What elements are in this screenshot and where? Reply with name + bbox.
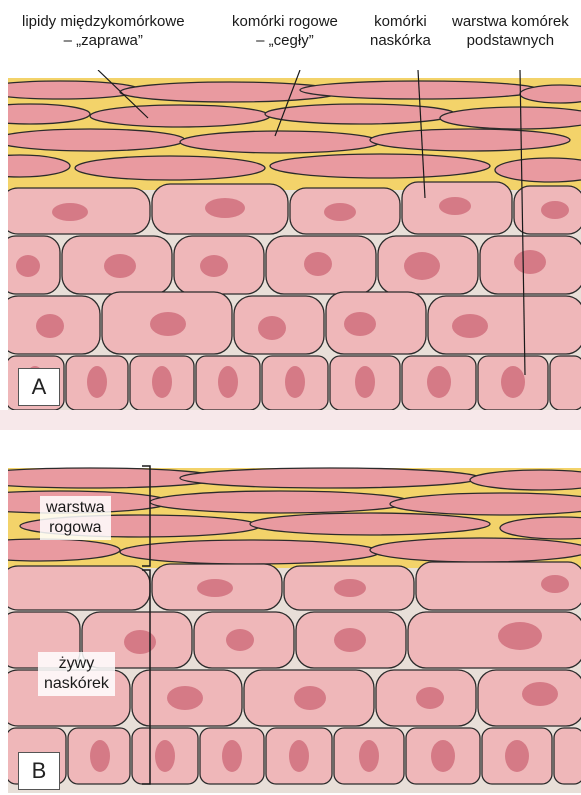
cell-nucleus xyxy=(52,203,88,221)
horny-cell xyxy=(75,156,265,180)
horny-cell xyxy=(265,104,455,124)
label-basal-layer-line1: warstwa komórek xyxy=(452,12,569,31)
horny-cell xyxy=(440,107,581,129)
cell-nucleus xyxy=(359,740,379,772)
cell-nucleus xyxy=(200,255,228,277)
horny-cell xyxy=(180,468,480,488)
cell-nucleus xyxy=(226,629,254,651)
label-intercellular-lipids-line1: lipidy międzykomórkowe xyxy=(22,12,185,31)
horny-cell xyxy=(180,131,380,153)
cell-nucleus xyxy=(501,366,525,398)
epidermal-cell xyxy=(408,612,581,668)
horny-cell xyxy=(270,154,490,178)
label-epidermal-cells: komórki naskórka xyxy=(370,12,431,50)
cell-nucleus xyxy=(16,255,40,277)
cell-nucleus xyxy=(324,203,356,221)
cell-nucleus xyxy=(498,622,542,650)
cell-nucleus xyxy=(285,366,305,398)
basal-cell xyxy=(550,356,581,410)
cell-nucleus xyxy=(104,254,136,278)
horny-cell xyxy=(0,129,185,151)
label-horny-layer-line1: warstwa xyxy=(46,498,105,518)
label-living-epidermis: żywy naskórek xyxy=(38,652,115,696)
cell-nucleus xyxy=(294,686,326,710)
horny-cell xyxy=(90,105,270,127)
cell-nucleus xyxy=(90,740,110,772)
cell-nucleus xyxy=(514,250,546,274)
cell-nucleus xyxy=(36,314,64,338)
cell-nucleus xyxy=(197,579,233,597)
label-basal-layer: warstwa komórek podstawnych xyxy=(452,12,569,50)
cell-nucleus xyxy=(155,740,175,772)
cell-nucleus xyxy=(431,740,455,772)
label-horny-cells-line1: komórki rogowe xyxy=(232,12,338,31)
horny-cell xyxy=(150,491,410,513)
cell-nucleus xyxy=(289,740,309,772)
label-epidermal-cells-line1: komórki xyxy=(370,12,431,31)
cell-nucleus xyxy=(355,366,375,398)
epidermal-cell xyxy=(326,292,426,354)
epidermal-cell xyxy=(0,566,150,610)
cell-nucleus xyxy=(427,366,451,398)
cell-nucleus xyxy=(334,579,366,597)
label-living-epidermis-line1: żywy xyxy=(44,654,109,674)
epidermal-cell xyxy=(428,296,581,354)
cell-nucleus xyxy=(205,198,245,218)
horny-cell xyxy=(120,540,380,564)
cell-nucleus xyxy=(258,316,286,340)
label-intercellular-lipids-line2: – „zaprawa” xyxy=(22,31,185,50)
basal-cell xyxy=(554,728,581,784)
panel-b-letter: B xyxy=(18,752,60,790)
cell-nucleus xyxy=(124,630,156,654)
cell-nucleus xyxy=(505,740,529,772)
cell-nucleus xyxy=(334,628,366,652)
label-horny-cells: komórki rogowe – „cegły” xyxy=(232,12,338,50)
cell-nucleus xyxy=(416,687,444,709)
cell-nucleus xyxy=(522,682,558,706)
cell-nucleus xyxy=(150,312,186,336)
label-living-epidermis-line2: naskórek xyxy=(44,674,109,694)
cell-nucleus xyxy=(404,252,440,280)
horny-cell xyxy=(250,513,490,535)
cell-nucleus xyxy=(439,197,471,215)
horny-cell xyxy=(390,493,581,515)
cell-nucleus xyxy=(304,252,332,276)
panel-a-letter: A xyxy=(18,368,60,406)
label-horny-cells-line2: – „cegły” xyxy=(232,31,338,50)
horny-cell xyxy=(470,470,581,490)
label-basal-layer-line2: podstawnych xyxy=(452,31,569,50)
panel-a: A xyxy=(0,70,581,430)
cell-nucleus xyxy=(541,201,569,219)
cell-nucleus xyxy=(452,314,488,338)
horny-cell xyxy=(520,85,581,103)
panel-a-illustration xyxy=(0,70,581,430)
label-horny-layer-line2: rogowa xyxy=(46,518,105,538)
panel-b: warstwa rogowa żywy naskórek B xyxy=(0,458,581,793)
cell-nucleus xyxy=(152,366,172,398)
label-epidermal-cells-line2: naskórka xyxy=(370,31,431,50)
cell-nucleus xyxy=(218,366,238,398)
cell-nucleus xyxy=(541,575,569,593)
label-horny-layer: warstwa rogowa xyxy=(40,496,111,540)
horny-cell xyxy=(370,129,570,151)
cell-nucleus xyxy=(222,740,242,772)
cell-nucleus xyxy=(167,686,203,710)
label-intercellular-lipids: lipidy międzykomórkowe – „zaprawa” xyxy=(22,12,185,50)
horny-cell xyxy=(370,538,581,562)
cell-nucleus xyxy=(87,366,107,398)
cell-nucleus xyxy=(344,312,376,336)
